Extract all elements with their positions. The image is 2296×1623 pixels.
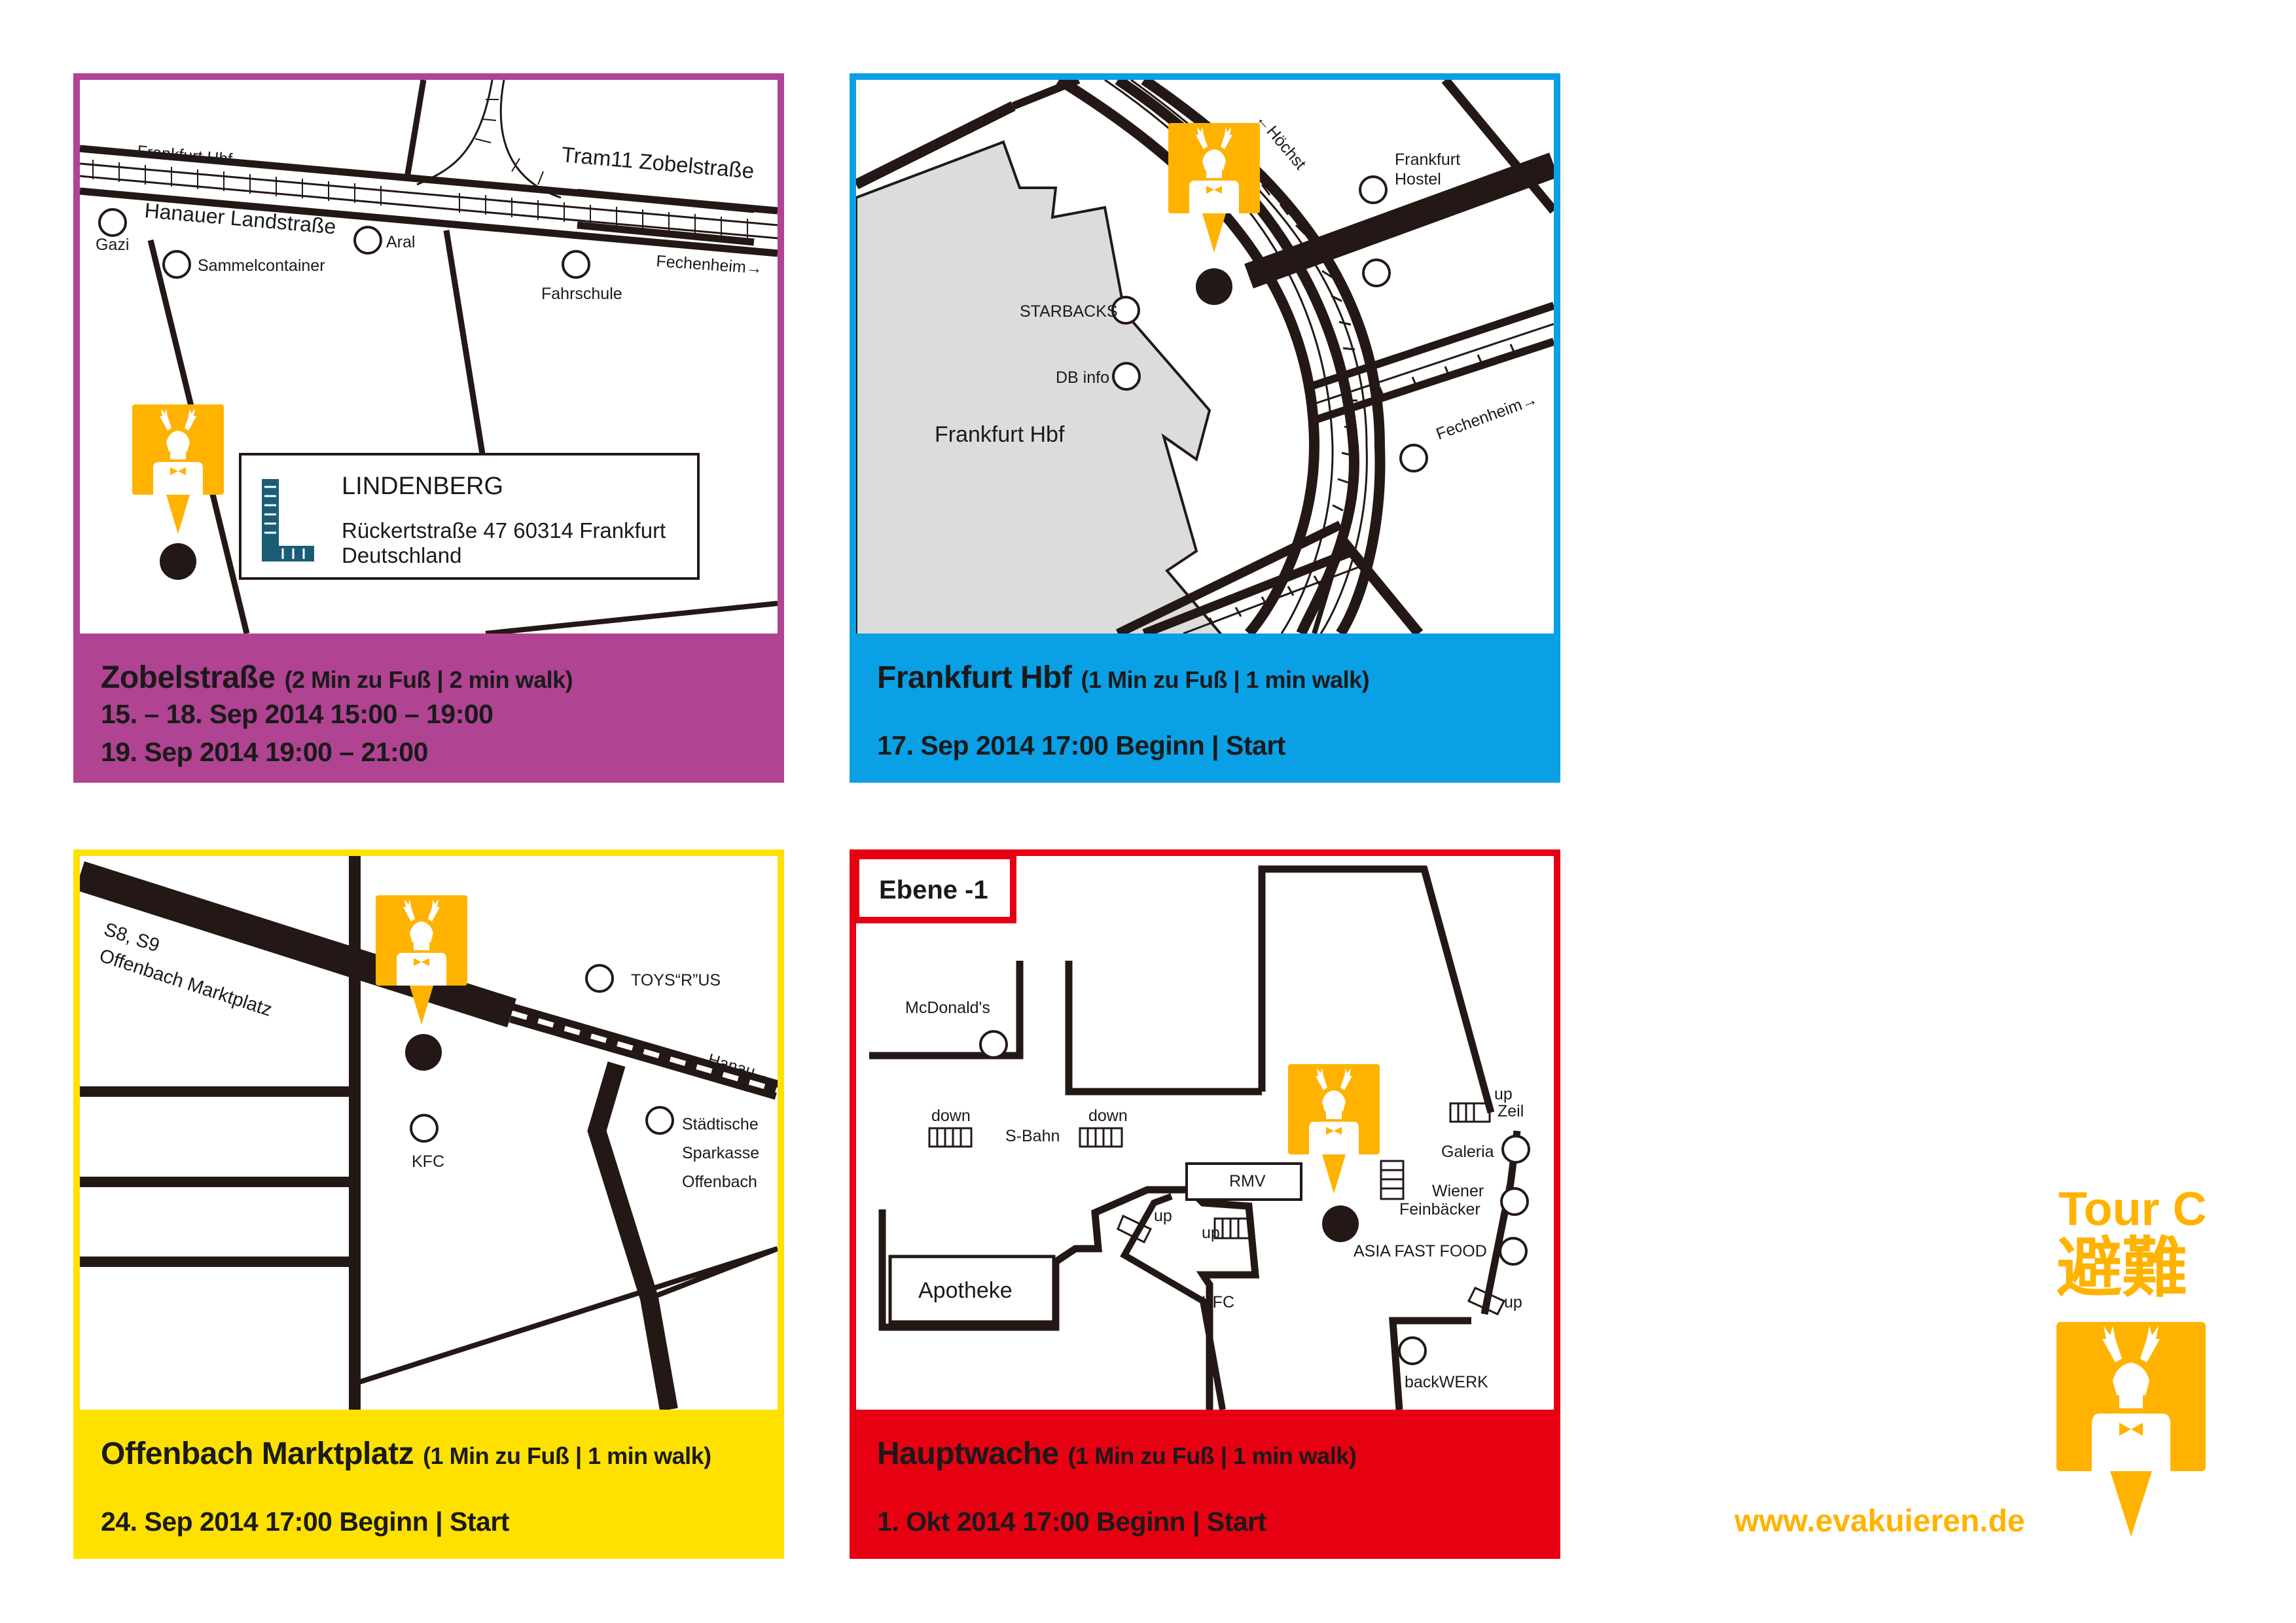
caption-date-1: 1. Okt 2014 17:00 Beginn | Start [877,1507,1266,1537]
brand-deer-icon [2056,1322,2206,1537]
deer-marker-icon [1288,1064,1380,1194]
label-hostel-2: Hostel [1395,170,1441,188]
caption-date-2: 19. Sep 2014 19:00 – 21:00 [101,737,428,767]
caption-date-1: 15. – 18. Sep 2014 15:00 – 19:00 [101,699,493,729]
label-fahrschule: Fahrschule [541,285,622,303]
label-zeil: Zeil [1498,1102,1524,1120]
map-zobelstrasse-drawing: ←Frankfurt Hbf Tram11 Zobelstraße Hanaue… [80,80,778,633]
map-frankfurt-hbf-drawing: ←Höchst Frankfurt Hostel STARBACKS DB in… [856,80,1554,633]
brand-kanji: 避難 [2056,1230,2187,1306]
caption-hauptwache: Hauptwache (1 Min zu Fuß | 1 min walk) 1.… [856,1410,1554,1552]
label-wiener-2: Feinbäcker [1399,1200,1480,1219]
caption-date-1: 24. Sep 2014 17:00 Beginn | Start [101,1507,509,1537]
label-asia: ASIA FAST FOOD [1354,1242,1487,1260]
caption-walk: (2 Min zu Fuß | 2 min walk) [284,666,573,693]
label-hoechst: ←Höchst [1252,110,1310,173]
deer-marker-icon [376,895,467,1025]
label-sparkasse-1: Städtische [682,1115,759,1133]
label-down-2: down [1088,1107,1128,1125]
location-dot-icon [405,1034,442,1071]
deer-marker-icon [1168,123,1260,253]
label-backwerk: backWERK [1405,1373,1488,1391]
stairs-icon [928,1102,1506,1315]
label-gazi: Gazi [96,236,129,254]
caption-walk: (1 Min zu Fuß | 1 min walk) [1067,1442,1357,1469]
label-sparkasse-3: Offenbach [682,1173,757,1191]
panel-frankfurt-hbf: ←Höchst Frankfurt Hostel STARBACKS DB in… [850,73,1560,783]
caption-walk: (1 Min zu Fuß | 1 min walk) [423,1442,711,1469]
label-station: Offenbach Marktplatz [97,945,275,1020]
lindenberg-box: LINDENBERG Rückertstraße 47 60314 Frankf… [239,453,700,580]
caption-frankfurt-hbf: Frankfurt Hbf (1 Min zu Fuß | 1 min walk)… [856,633,1554,776]
label-up-4: up [1504,1293,1522,1311]
label-rmv: RMV [1229,1172,1266,1190]
label-galeria: Galeria [1441,1143,1494,1161]
brand-url[interactable]: www.evakuieren.de [1734,1504,2025,1539]
label-down-1: down [931,1107,971,1125]
panel-zobelstrasse: ←Frankfurt Hbf Tram11 Zobelstraße Hanaue… [73,73,784,783]
label-kfc: KFC [412,1152,444,1171]
label-wiener-1: Wiener [1432,1182,1484,1200]
brand-block: Tour C 避難 www.evakuieren.de [1734,1152,2296,1571]
station-building [856,140,1223,633]
lindenberg-logo-icon [262,479,314,562]
location-dot-icon [160,543,196,580]
label-kfc: KFC [1202,1293,1234,1311]
caption-title: Hauptwache [877,1436,1059,1471]
label-sbahn: S-Bahn [1005,1127,1060,1145]
map-hauptwache: RMV [856,856,1554,1410]
panel-offenbach-marktplatz: S8, S9 Offenbach Marktplatz TOYS“R”US Ha… [73,849,784,1559]
label-fechenheim: Fechenheim→ [656,252,763,277]
label-up-3: up [1494,1085,1513,1103]
lindenberg-address: Rückertstraße 47 60314 Frankfurt [342,518,666,543]
brand-tour: Tour C [2058,1183,2207,1236]
caption-title: Frankfurt Hbf [877,660,1072,695]
label-toys: TOYS“R”US [631,971,721,990]
label-up-1: up [1154,1207,1172,1225]
label-aral: Aral [386,233,415,251]
map-hauptwache-drawing: RMV [856,856,1530,1410]
lindenberg-name: LINDENBERG [342,473,503,500]
poi-circles [98,208,590,279]
label-starbacks: STARBACKS [1020,302,1118,321]
label-fechenheim: Fechenheim→ [1433,390,1539,444]
caption-title: Zobelstraße [101,660,276,695]
map-zobelstrasse: ←Frankfurt Hbf Tram11 Zobelstraße Hanaue… [80,80,778,633]
caption-offenbach: Offenbach Marktplatz (1 Min zu Fuß | 1 mi… [80,1410,778,1552]
location-dot-icon [1322,1205,1359,1242]
caption-date-1: 17. Sep 2014 17:00 Beginn | Start [877,730,1285,760]
label-mcdonalds: McDonald's [905,999,990,1017]
lindenberg-country: Deutschland [342,543,461,567]
caption-title: Offenbach Marktplatz [101,1436,414,1471]
label-db-info: DB info [1056,368,1109,387]
map-frankfurt-hbf: ←Höchst Frankfurt Hostel STARBACKS DB in… [856,80,1554,633]
label-tram: Tram11 Zobelstraße [560,142,755,183]
label-sparkasse-2: Sparkasse [682,1144,759,1162]
caption-walk: (1 Min zu Fuß | 1 min walk) [1081,666,1370,693]
label-hostel-1: Frankfurt [1395,151,1460,169]
rail-dashes [511,1010,778,1093]
label-hbf: Frankfurt Hbf [935,422,1065,447]
caption-zobelstrasse: Zobelstraße (2 Min zu Fuß | 2 min walk) 1… [80,633,778,776]
map-offenbach-drawing: S8, S9 Offenbach Marktplatz TOYS“R”US Ha… [80,856,778,1410]
label-frankfurt-hbf-dir: ←Frankfurt Hbf [120,141,233,169]
location-dot-icon [1196,268,1232,305]
label-apotheke: Apotheke [918,1278,1013,1303]
panel-hauptwache: RMV [850,849,1560,1559]
label-up-2: up [1202,1224,1220,1242]
label-sammelcontainer: Sammelcontainer [198,257,325,275]
level-badge: Ebene -1 [856,856,1016,923]
brand-drawing: Tour C 避難 www.evakuieren.de [1734,1183,2207,1539]
map-offenbach: S8, S9 Offenbach Marktplatz TOYS“R”US Ha… [80,856,778,1410]
deer-marker-icon [132,404,224,534]
level-badge-text: Ebene -1 [879,876,988,904]
